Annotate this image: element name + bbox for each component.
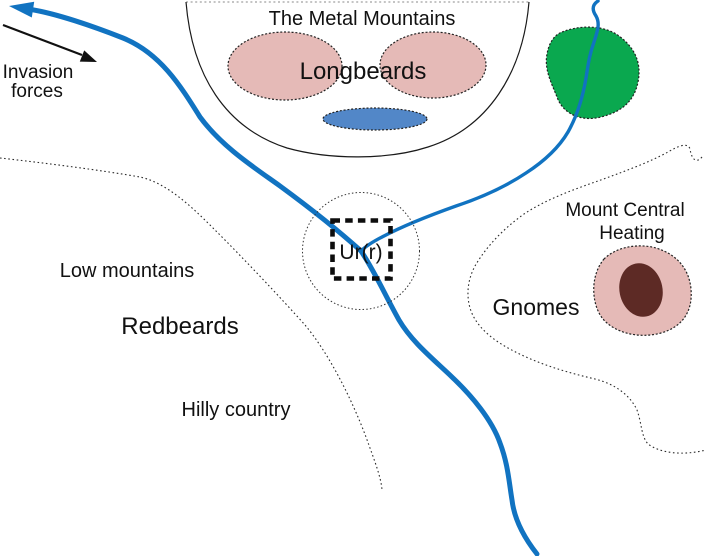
city-territory-circle [302, 192, 420, 310]
mount-central-heating-label-line2: Heating [599, 223, 665, 244]
longbeards-label: Longbeards [300, 58, 427, 85]
forest-blob [545, 26, 640, 119]
invasion-arrowhead-icon [79, 50, 97, 62]
city-walls-square [330, 218, 393, 281]
redbeards-label: Redbeards [121, 313, 238, 340]
hilly-country-label: Hilly country [182, 399, 291, 421]
main-river [25, 6, 540, 556]
city-label: Ur(r) [339, 241, 382, 264]
river-arrowhead-icon [9, 1, 35, 18]
longbeards-mountain-east [379, 31, 487, 99]
tributary-river [359, 0, 600, 253]
metal-mountains-boundary [185, 1, 530, 158]
gnomes-label: Gnomes [493, 294, 580, 320]
low-mountains-label: Low mountains [60, 260, 195, 282]
redbeards-boundary [0, 157, 383, 491]
metal-mountains-label: The Metal Mountains [269, 8, 456, 30]
mount-central-heating-label-line1: Mount Central [565, 200, 684, 221]
gnomes-boundary [467, 144, 706, 454]
mountain-lake [322, 107, 428, 131]
longbeards-mountain-west [227, 31, 343, 101]
invasion-arrow-line [2, 23, 83, 57]
volcano-caldera [619, 263, 663, 317]
invasion-label-line2: forces [11, 81, 63, 102]
invasion-label-line1: Invasion [3, 62, 74, 83]
